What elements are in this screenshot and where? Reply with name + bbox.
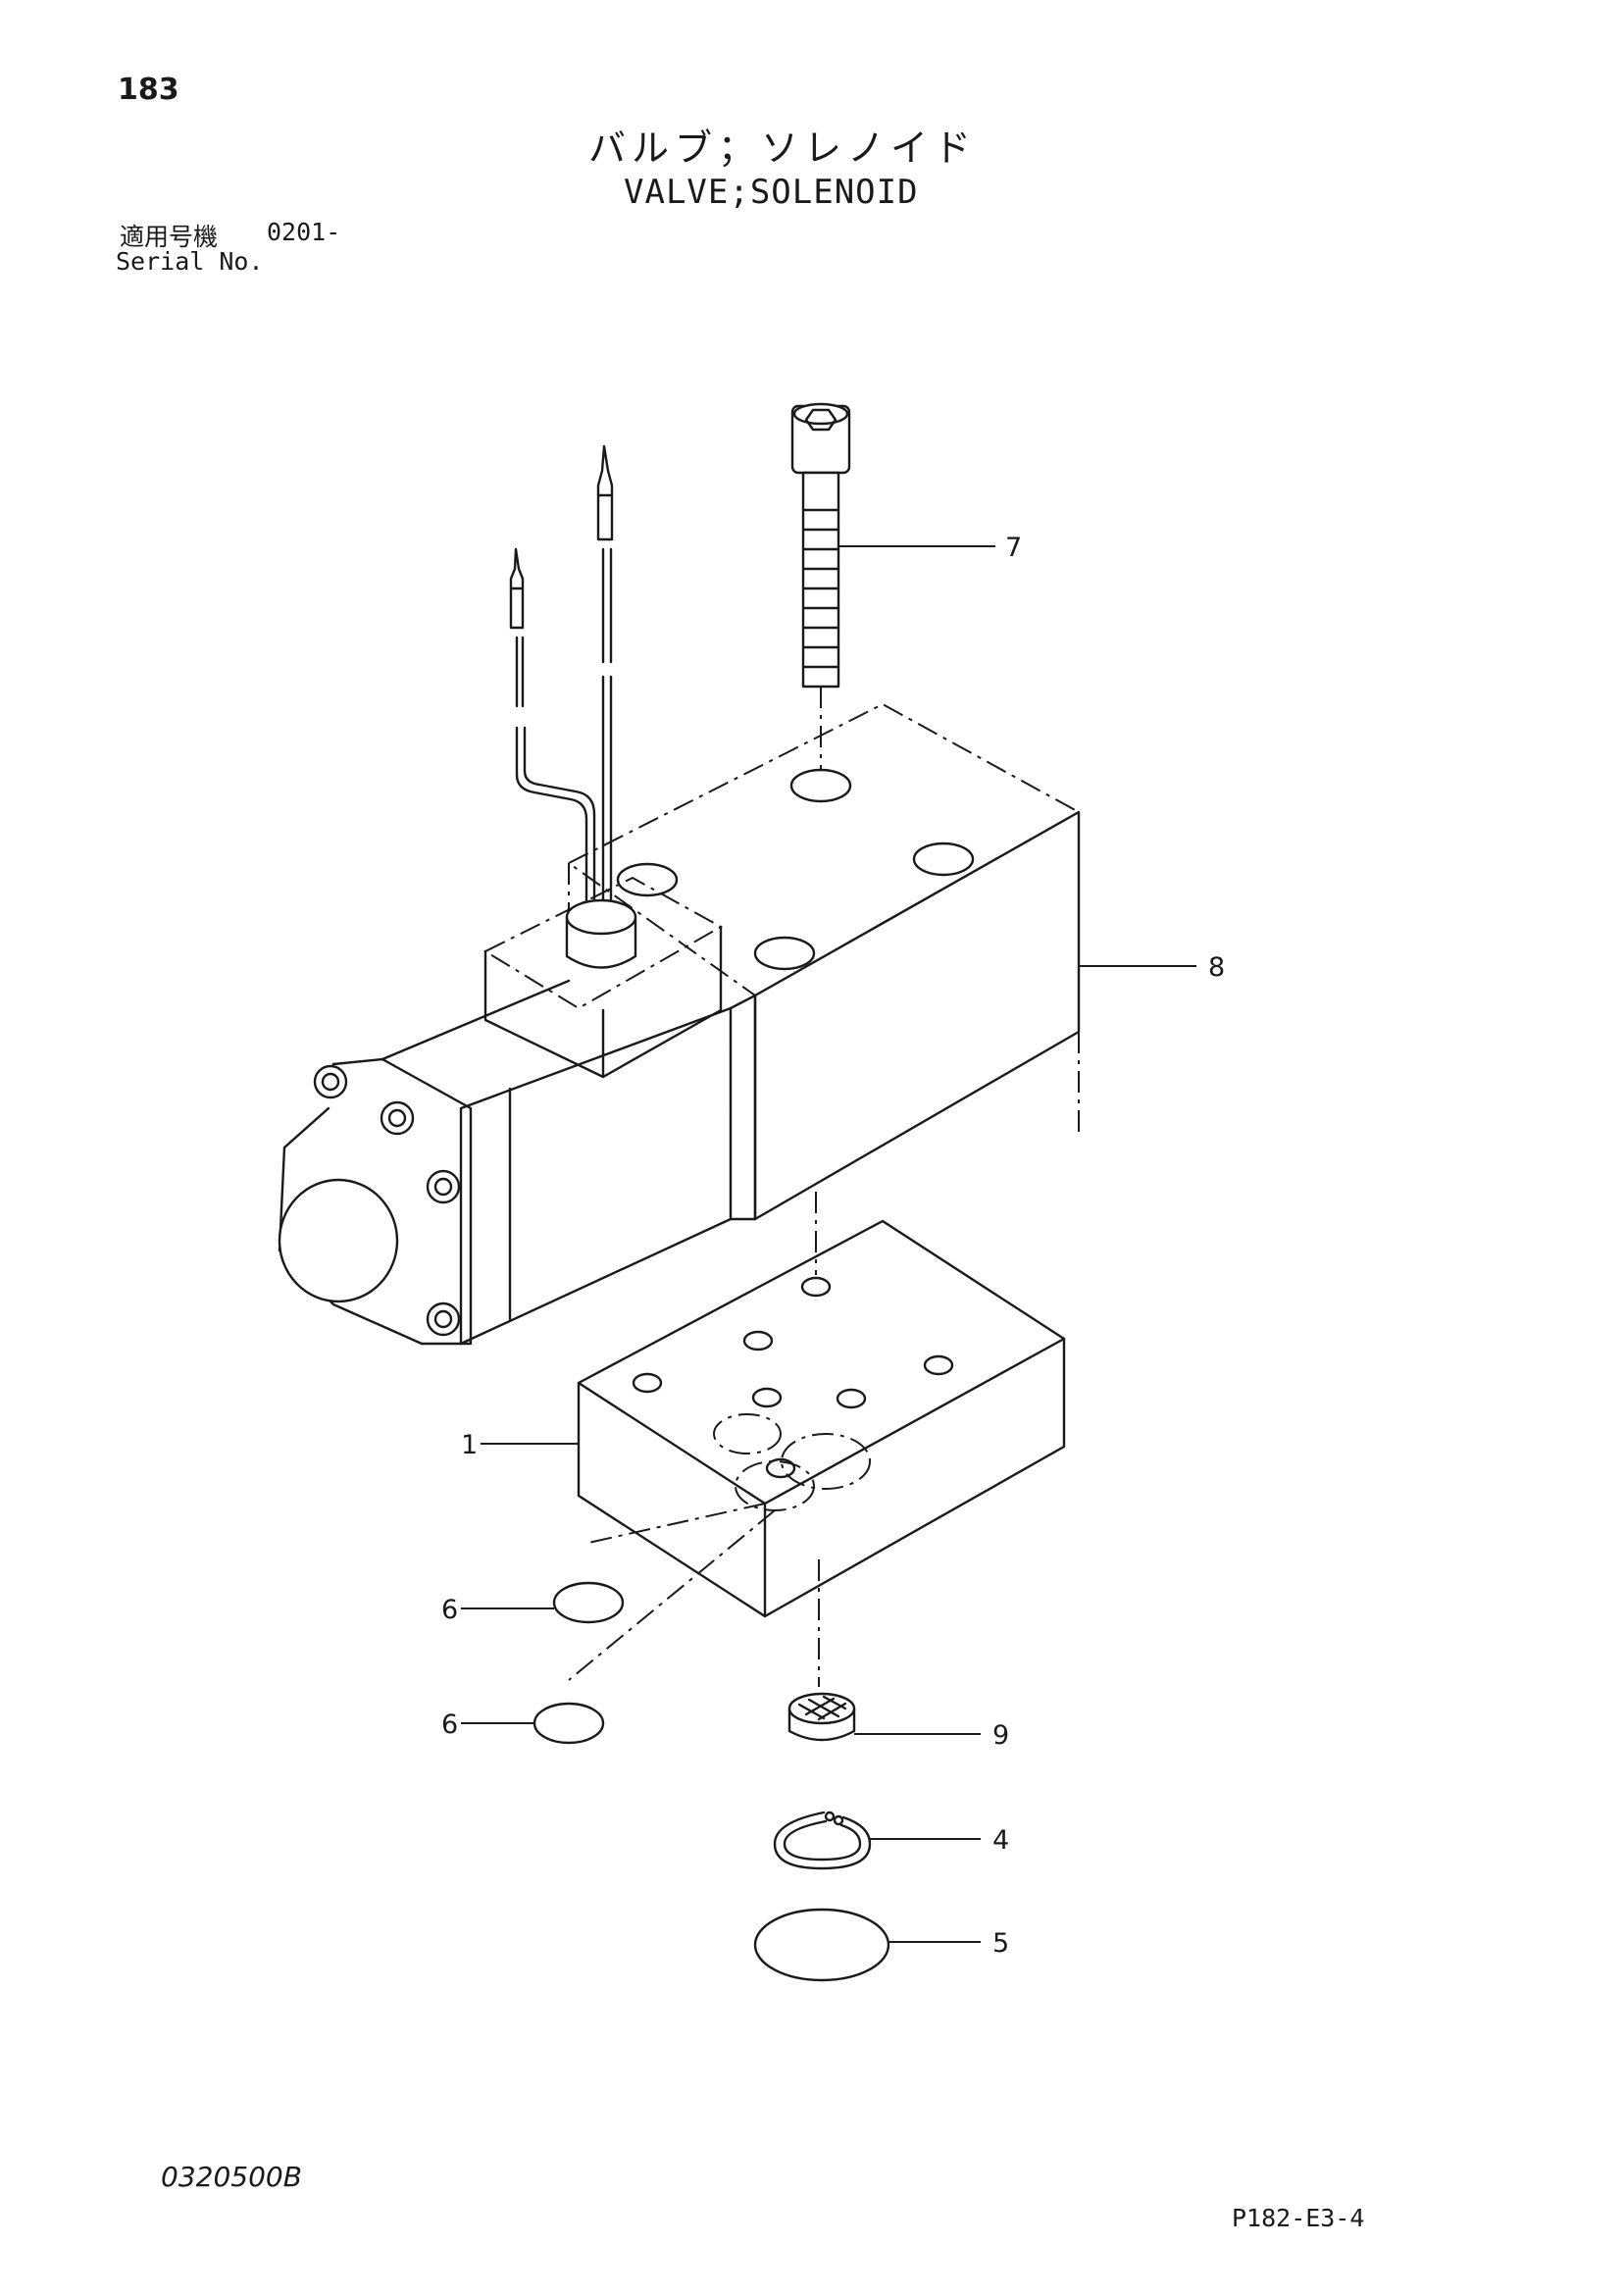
serial-label-japanese: 適用号機 (120, 223, 219, 251)
o-ring-part-6-upper (552, 1581, 625, 1624)
callout-9: 9 (992, 1720, 1009, 1751)
reference-code: P182-E3-4 (1232, 2204, 1365, 2232)
serial-value: 0201- (267, 218, 341, 246)
terminal-pins (509, 444, 614, 906)
solenoid-coil (278, 876, 757, 1346)
cover-part-5 (753, 1908, 890, 1982)
serial-label-english: Serial No. (116, 247, 264, 276)
callout-8: 8 (1208, 952, 1225, 983)
callout-1: 1 (461, 1430, 478, 1460)
callout-4: 4 (992, 1825, 1009, 1856)
callout-6-lower: 6 (441, 1709, 458, 1740)
callout-6-upper: 6 (441, 1595, 458, 1625)
filter-part-9 (787, 1692, 856, 1742)
title-japanese: バルブ；ソレノイド (588, 127, 978, 170)
title-english: VALVE;SOLENOID (624, 173, 919, 212)
leader-lines (461, 545, 1196, 1943)
callout-5: 5 (992, 1928, 1009, 1959)
callout-7: 7 (1005, 533, 1022, 563)
sub-plate-part-1 (568, 1192, 1066, 1687)
valve-body-part-8 (567, 702, 1082, 1221)
document-code: 0320500B (161, 2161, 302, 2193)
bolt-part-7 (790, 402, 851, 775)
snap-ring-part-4 (773, 1811, 872, 1870)
page-number: 183 (118, 73, 179, 107)
o-ring-part-6-lower (533, 1702, 605, 1745)
